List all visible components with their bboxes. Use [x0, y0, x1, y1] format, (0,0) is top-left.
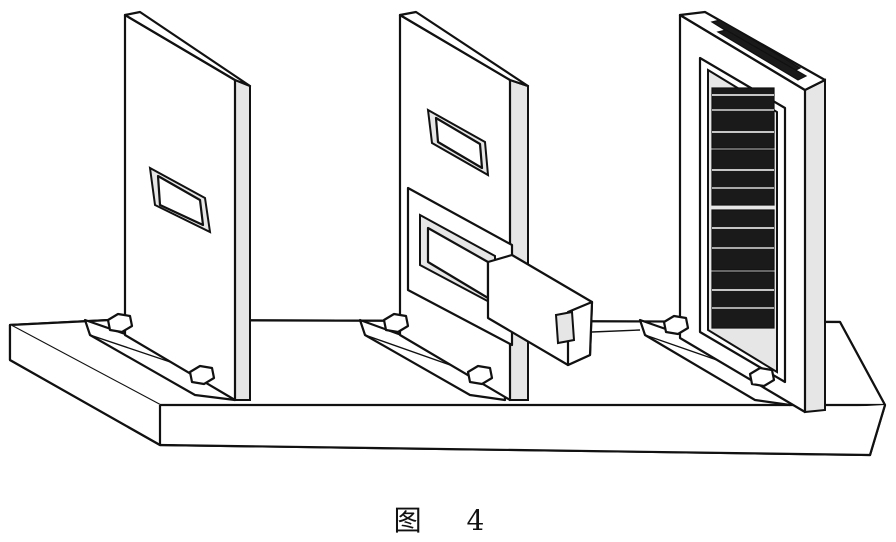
bolt-middle-front	[466, 364, 494, 386]
figure-caption: 图 4	[393, 504, 503, 537]
single-slit-panel	[83, 10, 252, 402]
bolt-left-front	[188, 364, 216, 386]
bolt-left-back	[106, 312, 134, 334]
apparatus-drawing	[8, 10, 887, 457]
bolt-middle-back	[382, 312, 410, 334]
apparatus-figure	[8, 10, 887, 457]
bolt-right-back	[662, 314, 690, 336]
slide-panel	[358, 10, 641, 402]
bolt-right-front	[748, 366, 776, 388]
grating-stripes	[711, 87, 775, 329]
top-slot-2	[716, 29, 808, 81]
strip-knob	[554, 310, 576, 345]
grating-panel	[638, 10, 827, 414]
